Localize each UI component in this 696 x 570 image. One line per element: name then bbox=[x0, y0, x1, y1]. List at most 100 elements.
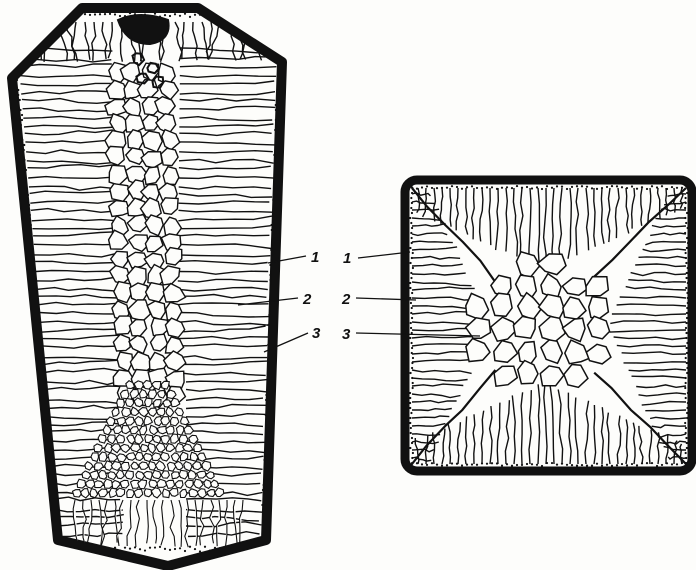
cross-chill-dot bbox=[411, 347, 413, 349]
cross-chill-dot bbox=[686, 407, 688, 409]
chill-grain-dot bbox=[159, 546, 161, 548]
cross-chill-dot bbox=[566, 188, 568, 190]
chill-grain-dot bbox=[164, 14, 166, 16]
equiaxed-grain bbox=[128, 130, 144, 150]
cone-grain bbox=[117, 399, 125, 408]
cone-grain bbox=[94, 444, 102, 452]
chill-grain-dot bbox=[249, 550, 251, 552]
chill-grain-dot bbox=[149, 547, 151, 549]
cross-chill-dot bbox=[411, 437, 413, 439]
chill-grain-dot bbox=[169, 15, 171, 17]
chill-grain-dot bbox=[267, 324, 269, 326]
cross-chill-dot bbox=[416, 188, 418, 190]
chill-grain-dot bbox=[134, 13, 136, 15]
cross-chill-dot bbox=[601, 464, 603, 466]
ingot-label-2: 2 bbox=[302, 291, 312, 308]
cross-chill-dot bbox=[410, 322, 412, 324]
cone-grain bbox=[157, 426, 167, 433]
cross-chill-dot bbox=[491, 462, 493, 464]
cone-grain bbox=[144, 489, 151, 497]
cross-chill-dot bbox=[526, 463, 528, 465]
cross-chill-dot bbox=[486, 186, 488, 188]
cross-chill-dot bbox=[436, 464, 438, 466]
cross-chill-dot bbox=[409, 407, 411, 409]
cross-chill-dot bbox=[409, 262, 411, 264]
cross-chill-dot bbox=[686, 367, 688, 369]
cross-chill-dot bbox=[626, 187, 628, 189]
cross-chill-dot bbox=[687, 227, 689, 229]
cross-chill-dot bbox=[410, 412, 412, 414]
cone-grain bbox=[91, 453, 99, 462]
chill-grain-dot bbox=[271, 229, 273, 231]
cone-grain bbox=[104, 479, 113, 488]
chill-grain-dot bbox=[224, 12, 226, 14]
chill-grain-dot bbox=[229, 14, 231, 16]
cross-chill-dot bbox=[686, 412, 688, 414]
cross-chill-dot bbox=[676, 463, 678, 465]
cross-chill-dot bbox=[611, 185, 613, 187]
cross-chill-dot bbox=[686, 247, 688, 249]
cone-grain bbox=[180, 435, 188, 444]
chill-grain-dot bbox=[267, 344, 269, 346]
cross-chill-dot bbox=[409, 402, 411, 404]
cross-chill-dot bbox=[685, 432, 687, 434]
cross-chill-dot bbox=[676, 187, 678, 189]
cross-chill-dot bbox=[686, 362, 688, 364]
cross-chill-dot bbox=[411, 192, 413, 194]
chill-grain-dot bbox=[114, 13, 116, 15]
cross-chill-dot bbox=[541, 465, 543, 467]
cone-grain bbox=[179, 470, 187, 479]
cross-chill-dot bbox=[441, 464, 443, 466]
cone-grain bbox=[120, 480, 129, 488]
chill-grain-dot bbox=[15, 44, 17, 46]
chill-grain-dot bbox=[16, 54, 18, 56]
cone-grain bbox=[135, 417, 144, 427]
cross-chill-dot bbox=[685, 322, 687, 324]
cross-chill-dot bbox=[409, 287, 411, 289]
chill-grain-dot bbox=[99, 13, 101, 15]
chill-grain-dot bbox=[174, 13, 176, 15]
cross-chill-dot bbox=[621, 463, 623, 465]
cone-grain bbox=[166, 480, 175, 488]
cross-chill-dot bbox=[441, 187, 443, 189]
cross-chill-dot bbox=[546, 462, 548, 464]
cross-chill-dot bbox=[686, 312, 688, 314]
cross-chill-dot bbox=[681, 187, 683, 189]
chill-grain-dot bbox=[239, 13, 241, 15]
cross-chill-dot bbox=[566, 464, 568, 466]
cross-chill-dot bbox=[421, 463, 423, 465]
chill-grain-dot bbox=[154, 546, 156, 548]
cross-chill-dot bbox=[685, 277, 687, 279]
cross-chill-dot bbox=[409, 422, 411, 424]
chill-grain-dot bbox=[114, 547, 116, 549]
cross-chill-dot bbox=[661, 464, 663, 466]
cross-chill-dot bbox=[451, 462, 453, 464]
chill-grain-dot bbox=[27, 194, 29, 196]
equiaxed-grain bbox=[109, 201, 130, 217]
chill-grain-dot bbox=[274, 129, 276, 131]
cross-chill-dot bbox=[511, 465, 513, 467]
cone-grain bbox=[180, 452, 188, 461]
cone-grain bbox=[171, 434, 179, 443]
chill-grain-dot bbox=[109, 13, 111, 15]
cross-chill-dot bbox=[687, 267, 689, 269]
cross-chill-dot bbox=[409, 217, 411, 219]
cross-chill-dot bbox=[685, 382, 687, 384]
cross-chill-dot bbox=[685, 332, 687, 334]
cross-chill-dot bbox=[685, 452, 687, 454]
chill-grain-dot bbox=[189, 16, 191, 18]
cross-chill-dot bbox=[411, 257, 413, 259]
cross-chill-dot bbox=[686, 237, 688, 239]
cross-chill-dot bbox=[685, 462, 687, 464]
chill-grain-dot bbox=[204, 546, 206, 548]
cross-chill-dot bbox=[685, 202, 687, 204]
cone-grain bbox=[180, 489, 187, 497]
cross-chill-dot bbox=[412, 452, 414, 454]
chill-grain-dot bbox=[184, 550, 186, 552]
chill-grain-dot bbox=[273, 154, 275, 156]
cross-chill-dot bbox=[536, 186, 538, 188]
cone-grain bbox=[153, 435, 161, 443]
cross-chill-dot bbox=[486, 463, 488, 465]
cross-chill-dot bbox=[685, 262, 687, 264]
cross-chill-dot bbox=[631, 185, 633, 187]
